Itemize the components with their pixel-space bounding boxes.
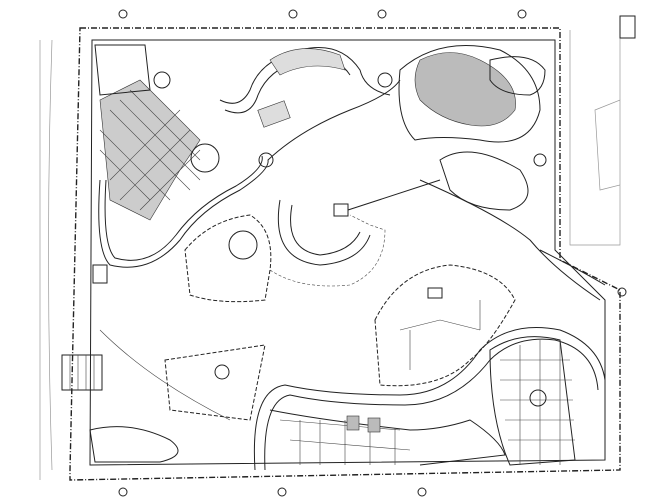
west-entry-gate-lines <box>69 355 95 390</box>
ne-pond-edge <box>398 45 541 143</box>
sw-pond <box>89 426 179 463</box>
se-grid-pattern <box>500 340 575 465</box>
east-pavilion <box>427 287 443 299</box>
center-axis-path <box>347 179 441 211</box>
ne-deck <box>439 151 529 211</box>
south-waterfront <box>269 409 506 466</box>
sw-dirt-line <box>99 329 231 421</box>
nw-pavilion <box>94 44 151 96</box>
north-arrow-icon <box>619 15 636 39</box>
site-boundary <box>69 27 621 481</box>
east-path-2 <box>539 249 606 286</box>
nw-grid-pattern <box>99 89 201 211</box>
east-lawn-enclosure <box>374 264 516 387</box>
sw-node <box>214 364 230 380</box>
node-circle-2 <box>377 72 393 88</box>
node-circle-1 <box>258 152 274 168</box>
west-lawn-enclosure <box>184 214 272 303</box>
nw-circle-feature <box>153 71 171 89</box>
left-boundary-road <box>39 39 53 480</box>
north-court <box>257 100 291 128</box>
south-plaza-grid <box>279 415 411 465</box>
section-markers <box>118 9 627 497</box>
center-dashed-zone <box>269 214 386 287</box>
main-loop-path <box>98 79 401 268</box>
ne-node <box>533 153 547 167</box>
east-paths <box>399 300 481 370</box>
west-entry-gate <box>61 354 103 391</box>
south-boardwalk <box>253 327 606 471</box>
west-small-structure <box>92 264 108 284</box>
sw-dashed-zone <box>164 344 266 421</box>
main-loop-path-inner <box>104 155 263 261</box>
west-round-plaza <box>228 230 258 260</box>
ne-island <box>489 56 546 96</box>
inner-boundary <box>89 39 606 466</box>
round-plaza <box>190 143 220 173</box>
se-plaza <box>489 336 576 466</box>
north-snake-bed <box>269 48 346 76</box>
south-boardwalk-2 <box>264 338 599 471</box>
center-arc-stage <box>277 199 371 266</box>
center-pavilion <box>333 203 349 217</box>
right-building-outline <box>569 30 621 246</box>
center-arc-stage-2 <box>290 204 361 256</box>
east-path <box>419 179 601 301</box>
